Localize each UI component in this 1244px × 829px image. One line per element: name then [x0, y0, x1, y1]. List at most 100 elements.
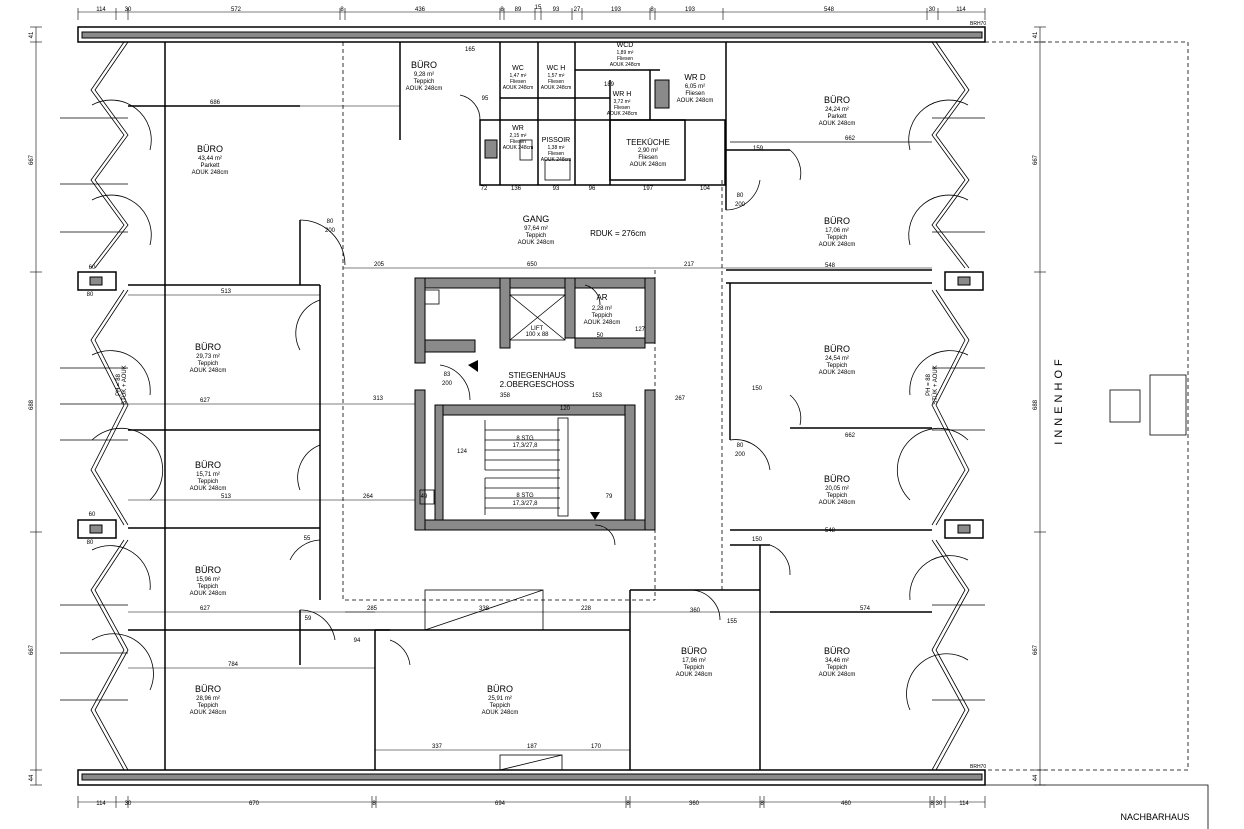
dim-228: 228 [581, 606, 592, 612]
dim-top-13: 193 [685, 7, 696, 13]
dim-top-15: 30 [929, 7, 936, 13]
dim-left-3: 688 [29, 399, 35, 410]
svg-text:AOUK 248cm: AOUK 248cm [190, 486, 227, 492]
svg-text:BÜRO: BÜRO [487, 684, 513, 694]
svg-text:28,96 m²: 28,96 m² [196, 696, 220, 702]
dim-55: 55 [304, 536, 311, 542]
right-pier-label: PH = 88 [926, 373, 932, 396]
dim-bottom-6: 8 [626, 801, 630, 807]
dim-top-11: 193 [611, 7, 622, 13]
svg-text:BÜRO: BÜRO [411, 60, 437, 70]
door-dim-200-d: 200 [735, 452, 746, 458]
stair-steps-lower-dim: 17,3/27,8 [512, 501, 538, 507]
right-dimension-chain: 41 667 688 667 44 [1033, 26, 1046, 786]
svg-text:AOUK 248cm: AOUK 248cm [482, 710, 519, 716]
svg-text:AOUK 248cm: AOUK 248cm [518, 240, 555, 246]
right-facade-windows [896, 41, 985, 771]
dim-337: 337 [432, 744, 443, 750]
svg-text:15,71 m²: 15,71 m² [196, 472, 220, 478]
dim-513-b: 513 [221, 494, 232, 500]
stair-steps-upper-dim: 17,3/27,8 [512, 443, 538, 449]
svg-text:WR: WR [512, 125, 524, 132]
svg-text:Teppich: Teppich [827, 493, 848, 499]
dim-217: 217 [684, 262, 695, 268]
dim-59: 59 [305, 616, 312, 622]
svg-text:Teppich: Teppich [198, 361, 219, 367]
svg-text:2,90 m²: 2,90 m² [638, 148, 658, 154]
room-labels: BÜRO 43,44 m² Parkett AOUK 248cm BÜRO 9,… [190, 42, 856, 716]
room-wr-d: WR D 6,05 m² Fliesen AOUK 248cm [677, 73, 714, 104]
room-buero-34: BÜRO 34,46 m² Teppich AOUK 248cm [819, 646, 856, 678]
dim-top-4: 8 [340, 7, 344, 13]
dim-49: 49 [421, 494, 428, 500]
room-buero-15-96: BÜRO 15,96 m² Teppich AOUK 248cm [190, 565, 227, 597]
svg-text:AOUK 248cm: AOUK 248cm [541, 85, 572, 91]
svg-text:Fliesen: Fliesen [510, 139, 526, 145]
door-dim-80-a: 80 [327, 219, 334, 225]
dim-bottom-7: 360 [689, 801, 700, 807]
dim-159: 159 [753, 146, 764, 152]
svg-text:Parkett: Parkett [200, 163, 219, 169]
room-wc-h: WC H 1,57 m² Fliesen AOUK 248cm [541, 65, 572, 91]
dim-187: 187 [527, 744, 538, 750]
svg-text:43,44 m²: 43,44 m² [198, 156, 222, 162]
dim-104: 104 [700, 186, 711, 192]
svg-text:AOUK 248cm: AOUK 248cm [192, 170, 229, 176]
svg-text:Teppich: Teppich [198, 703, 219, 709]
door-swings [289, 94, 802, 666]
svg-text:6,05 m²: 6,05 m² [685, 84, 705, 90]
svg-text:Teppich: Teppich [827, 363, 848, 369]
dim-155: 155 [727, 619, 738, 625]
dim-bottom-5: 694 [495, 801, 506, 807]
stair-arrow-icon [468, 360, 478, 372]
dim-548-b: 548 [825, 528, 836, 534]
stair-core: STIEGENHAUS 2.OBERGESCHOSS 8 STG 17,3/27… [414, 277, 656, 531]
dim-124: 124 [457, 449, 468, 455]
svg-text:1,38 m²: 1,38 m² [548, 145, 565, 151]
svg-text:Teppich: Teppich [827, 235, 848, 241]
innenhof-label: INNENHOF [1053, 355, 1065, 444]
dim-top-9: 93 [553, 7, 560, 13]
svg-text:AOUK 248cm: AOUK 248cm [819, 672, 856, 678]
svg-text:Teppich: Teppich [684, 665, 705, 671]
room-buero-25: BÜRO 25,91 m² Teppich AOUK 248cm [482, 684, 519, 716]
dim-548-a: 548 [825, 263, 836, 269]
svg-text:AOUK 248cm: AOUK 248cm [819, 370, 856, 376]
door-dim-80-c: 80 [737, 443, 744, 449]
right-pillars: PH = 88 STÜK + AOUK [926, 271, 984, 539]
lift-size: 100 x 88 [525, 332, 549, 338]
dim-top-3: 572 [231, 7, 242, 13]
svg-text:BÜRO: BÜRO [195, 342, 221, 352]
dim-top-8: 15 [535, 5, 542, 11]
stair-title: STIEGENHAUS [508, 371, 565, 380]
svg-text:AOUK 248cm: AOUK 248cm [676, 672, 713, 678]
svg-text:9,28 m²: 9,28 m² [414, 72, 434, 78]
room-buero-28: BÜRO 28,96 m² Teppich AOUK 248cm [190, 684, 227, 716]
svg-text:AOUK 248cm: AOUK 248cm [677, 98, 714, 104]
dim-136: 136 [511, 186, 522, 192]
svg-text:1,89 m²: 1,89 m² [617, 50, 634, 56]
stair-down-arrow-icon [590, 512, 600, 520]
room-wr-h: WR H 3,72 m² Fliesen AOUK 248cm [607, 91, 638, 117]
svg-text:BÜRO: BÜRO [824, 646, 850, 656]
dim-285: 285 [367, 606, 378, 612]
dim-627-a: 627 [200, 398, 211, 404]
dim-top-16: 114 [956, 7, 966, 13]
dim-top-14: 548 [824, 7, 835, 13]
svg-text:15,96 m²: 15,96 m² [196, 577, 220, 583]
svg-text:Teppich: Teppich [490, 703, 511, 709]
svg-text:2,28 m²: 2,28 m² [592, 306, 612, 312]
svg-text:BÜRO: BÜRO [824, 216, 850, 226]
door-dim-83: 83 [444, 372, 451, 378]
dim-top-1: 114 [96, 7, 106, 13]
room-buero-24-mid: BÜRO 24,54 m² Teppich AOUK 248cm [819, 344, 856, 376]
dim-93: 93 [553, 186, 560, 192]
innenhof: INNENHOF NACHBARHAUS [985, 41, 1209, 829]
svg-text:24,54 m²: 24,54 m² [825, 356, 849, 362]
rduk-label: RDUK = 276cm [590, 229, 646, 238]
svg-text:Fliesen: Fliesen [617, 56, 633, 62]
svg-text:AOUK 248cm: AOUK 248cm [503, 145, 534, 151]
svg-text:2,15 m²: 2,15 m² [510, 133, 527, 139]
svg-text:AOUK 248cm: AOUK 248cm [503, 85, 534, 91]
dim-50: 127 [635, 327, 646, 333]
